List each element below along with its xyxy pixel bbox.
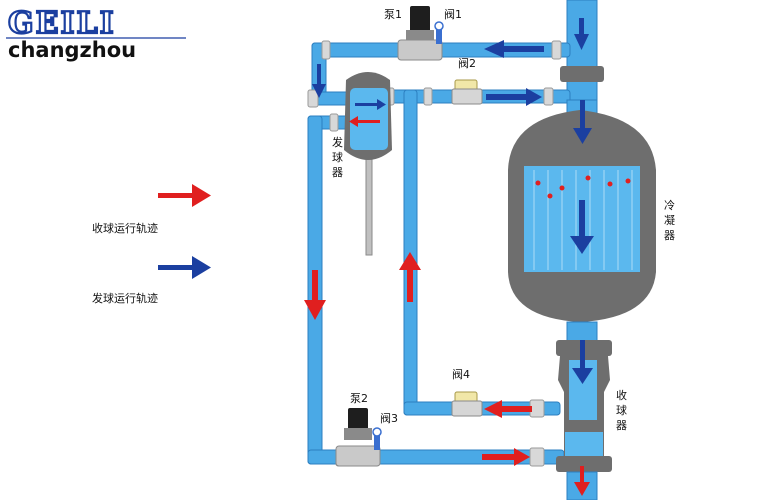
condenser-label-char-3: 器 bbox=[664, 229, 675, 242]
blue-arrow-condenser bbox=[570, 200, 594, 254]
blue-arrow-left-down bbox=[312, 64, 326, 98]
launcher-label-char-3: 器 bbox=[332, 166, 343, 179]
red-arrow-launcher bbox=[349, 116, 380, 127]
ball-launcher-vessel bbox=[344, 72, 392, 256]
pump1-label: 泵1 bbox=[384, 8, 402, 21]
cleaning-balls bbox=[535, 175, 631, 199]
launcher-label-char-1: 发 bbox=[332, 135, 343, 149]
valve1-label: 阀1 bbox=[444, 7, 462, 21]
blue-arrow-launcher bbox=[355, 99, 386, 110]
collector-label: 收 球 器 bbox=[616, 388, 631, 432]
main-pipe-flange bbox=[560, 66, 604, 82]
blue-arrow-main-top bbox=[574, 18, 589, 50]
red-arrow-valve4-left bbox=[484, 400, 532, 418]
valve4-label: 阀4 bbox=[452, 367, 470, 381]
launcher-label: 发 球 器 bbox=[332, 135, 347, 179]
logo-bottom-text: changzhou bbox=[8, 38, 136, 62]
launcher-label-char-2: 球 bbox=[332, 150, 343, 164]
valve3 bbox=[372, 427, 382, 450]
legend-collect-track: 收球运行轨迹 bbox=[92, 221, 158, 235]
blue-arrow-top-left bbox=[484, 40, 544, 58]
blue-arrow-valve2-right bbox=[486, 88, 542, 106]
legend: 收球运行轨迹 发球运行轨迹 bbox=[92, 184, 211, 305]
geili-logo: GEILI changzhou bbox=[6, 5, 186, 62]
condenser-label: 冷 凝 器 bbox=[664, 199, 679, 242]
collector-label-char-2: 球 bbox=[616, 403, 627, 417]
valve2 bbox=[451, 79, 483, 105]
legend-launch-track: 发球运行轨迹 bbox=[92, 291, 158, 305]
collector-label-char-3: 器 bbox=[616, 419, 627, 432]
pump2 bbox=[335, 408, 381, 467]
red-arrow-right-up bbox=[399, 252, 421, 302]
valve2-label: 阀2 bbox=[458, 56, 476, 70]
legend-red-arrow bbox=[158, 184, 211, 207]
condenser-label-char-2: 凝 bbox=[664, 213, 675, 227]
valve3-label: 阀3 bbox=[380, 411, 398, 425]
valve4 bbox=[451, 391, 483, 417]
collector-label-char-1: 收 bbox=[616, 388, 627, 402]
blue-arrow-condenser-inlet bbox=[573, 100, 592, 144]
red-arrow-collector-outlet bbox=[574, 466, 590, 496]
red-arrow-bottom-right bbox=[482, 448, 530, 466]
flow-arrows bbox=[304, 18, 594, 496]
red-arrow-left-long-down bbox=[304, 270, 326, 320]
pump1 bbox=[397, 6, 443, 61]
valve1 bbox=[434, 21, 444, 44]
logo-top-text: GEILI bbox=[8, 6, 116, 41]
pump2-label: 泵2 bbox=[350, 392, 368, 405]
condenser-label-char-1: 冷 bbox=[664, 199, 675, 212]
legend-blue-arrow bbox=[158, 256, 211, 279]
blue-arrow-collector bbox=[572, 340, 593, 384]
